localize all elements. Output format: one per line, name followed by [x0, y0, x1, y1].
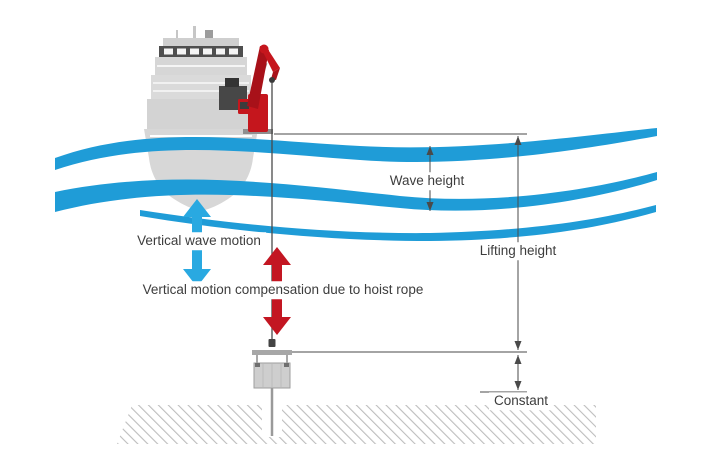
lifting-height-arrow-up	[514, 136, 522, 145]
ship-mast	[193, 26, 196, 38]
ship-antenna	[176, 30, 178, 38]
ship-windows	[164, 48, 238, 55]
crane-sheave	[269, 77, 275, 83]
ship-radar	[205, 30, 213, 38]
spreader-bar	[252, 350, 292, 355]
load-ribs	[262, 364, 282, 387]
constant-arrow-down	[514, 381, 522, 390]
load	[252, 339, 292, 436]
wave-height-arrow-down	[426, 202, 434, 211]
constant-label: Constant	[488, 392, 554, 410]
lifting-height-label: Lifting height	[474, 242, 562, 260]
load-fitting-right	[284, 363, 289, 367]
vertical-wave-motion-label: Vertical wave motion	[132, 232, 266, 250]
load-fitting-left	[255, 363, 260, 367]
constant-arrow-up	[514, 355, 522, 364]
crane-cab-window	[240, 102, 249, 109]
crane	[238, 44, 280, 134]
wave-upper	[55, 128, 657, 170]
compensation-label: Vertical motion compensation due to hois…	[137, 281, 429, 299]
crane-jib	[260, 46, 280, 72]
wave-height-arrow-up	[426, 146, 434, 155]
wave-height-label: Wave height	[384, 172, 470, 190]
crane-main-boom	[247, 46, 269, 109]
crane-jib-tip	[271, 68, 280, 80]
ship-bridge-top	[163, 38, 239, 46]
ground	[117, 405, 596, 444]
hook-block	[268, 339, 276, 347]
ground-hatch	[117, 405, 596, 444]
wave-lower	[140, 205, 656, 241]
lifting-height-arrow-down	[514, 341, 522, 350]
waves	[55, 128, 657, 241]
ship-window-band	[159, 46, 243, 57]
wave-middle	[55, 172, 657, 212]
ship-winch-top	[225, 78, 239, 87]
